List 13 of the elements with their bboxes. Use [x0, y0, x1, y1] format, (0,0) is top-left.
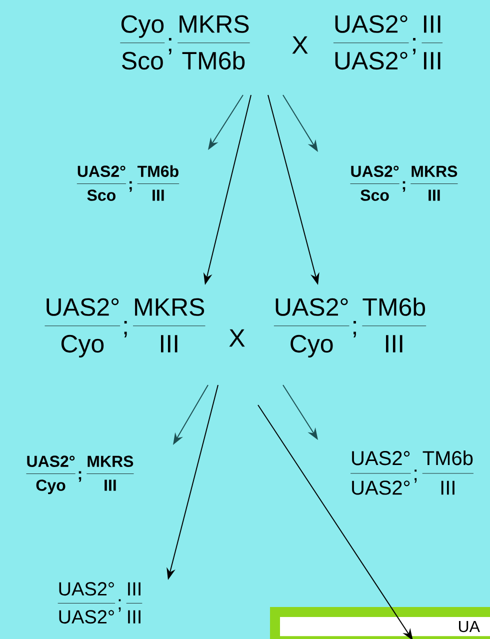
highlight-box: UA — [270, 607, 490, 639]
cross-symbol: X — [229, 329, 245, 347]
genotype: UAS2° Cyo ; MKRS III — [44, 298, 206, 358]
genotype: UAS2° Cyo ; TM6b III — [274, 298, 426, 358]
genotype: UAS2° UAS2° ; TM6b III — [350, 450, 474, 495]
genotype: UAS2° UAS2° ; III III — [58, 582, 142, 624]
arrow — [258, 404, 413, 639]
genotype: Cyo Sco ; MKRS TM6b — [120, 15, 250, 70]
genotype: UAS2° Cyo ; MKRS III — [26, 456, 134, 494]
genotype: UAS2° UAS2° ; III III — [333, 15, 443, 70]
cross-symbol: X — [292, 36, 308, 54]
genotype: UAS2° Sco ; MKRS III — [350, 166, 458, 201]
genotype: UAS2° Sco ; TM6b III — [76, 165, 180, 201]
